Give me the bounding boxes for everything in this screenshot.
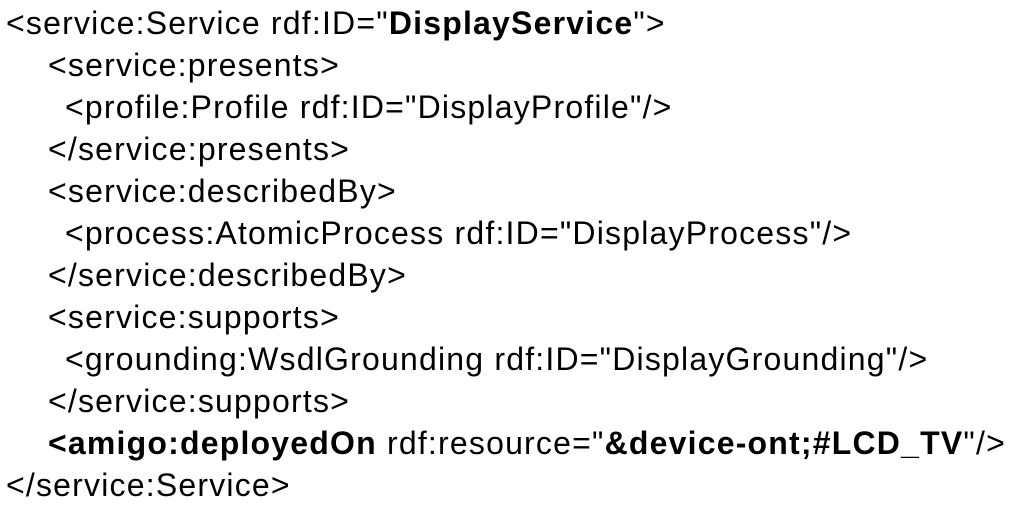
code-segment: </service:presents> <box>48 131 351 167</box>
code-line: </service:describedBy> <box>0 254 1024 296</box>
code-segment: "/> <box>963 425 1006 461</box>
code-line: <amigo:deployedOn rdf:resource="&device-… <box>0 422 1024 464</box>
code-segment-bold: &device-ont;#LCD_TV <box>604 425 964 461</box>
code-segment: <service:supports> <box>48 299 340 335</box>
code-line: <service:describedBy> <box>0 170 1024 212</box>
code-segment: <grounding:WsdlGrounding rdf:ID="Display… <box>65 341 929 377</box>
code-segment: rdf:resource=" <box>376 425 605 461</box>
code-line: <grounding:WsdlGrounding rdf:ID="Display… <box>0 338 1024 380</box>
code-segment: <profile:Profile rdf:ID="DisplayProfile"… <box>65 89 673 125</box>
code-line: <service:Service rdf:ID="DisplayService"… <box>0 2 1024 44</box>
code-line: </service:Service> <box>0 464 1024 506</box>
code-segment-bold: <amigo:deployedOn <box>48 425 377 461</box>
code-segment-bold: DisplayService <box>388 5 634 41</box>
code-line: <service:presents> <box>0 44 1024 86</box>
code-segment: </service:describedBy> <box>48 257 408 293</box>
code-line: <process:AtomicProcess rdf:ID="DisplayPr… <box>0 212 1024 254</box>
code-line: </service:presents> <box>0 128 1024 170</box>
code-line: <profile:Profile rdf:ID="DisplayProfile"… <box>0 86 1024 128</box>
code-segment: "> <box>633 5 666 41</box>
code-line: <service:supports> <box>0 296 1024 338</box>
code-segment: </service:Service> <box>6 467 291 503</box>
code-segment: </service:supports> <box>48 383 351 419</box>
code-segment: <process:AtomicProcess rdf:ID="DisplayPr… <box>65 215 853 251</box>
code-segment: <service:presents> <box>48 47 340 83</box>
code-line: </service:supports> <box>0 380 1024 422</box>
code-segment: <service:Service rdf:ID=" <box>6 5 389 41</box>
code-segment: <service:describedBy> <box>48 173 397 209</box>
